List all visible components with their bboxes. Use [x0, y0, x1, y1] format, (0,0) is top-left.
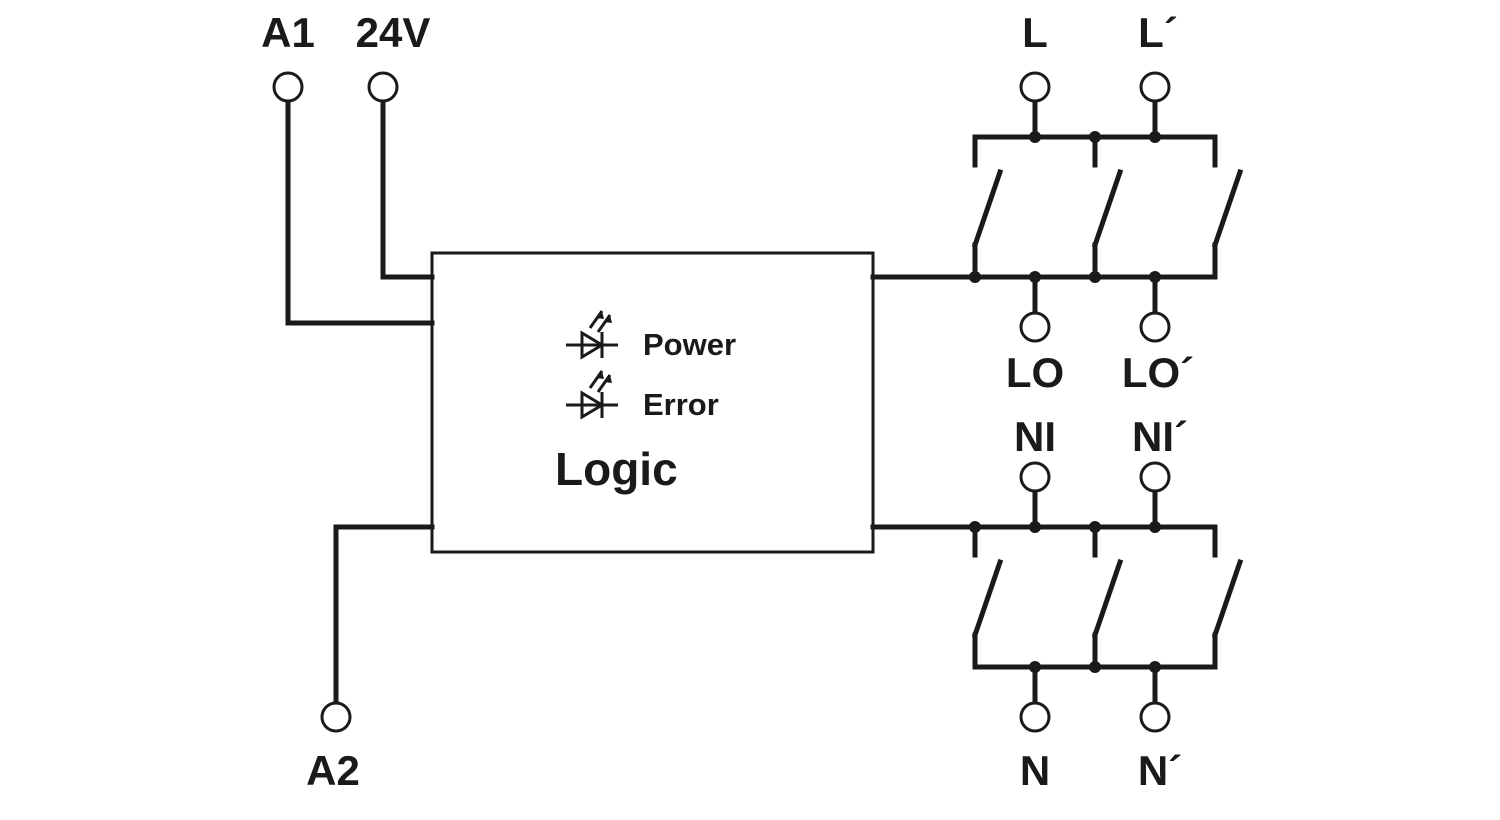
lo-terminal — [1019, 311, 1051, 343]
error-led-icon — [566, 370, 618, 420]
logic-box — [430, 251, 875, 554]
lower-switch-3-blade — [1211, 558, 1244, 639]
v24-label: 24V — [356, 9, 431, 56]
v24-terminal — [367, 71, 399, 103]
supply-wiring: A1 24V A2 — [261, 9, 435, 794]
junction-dot — [1149, 131, 1161, 143]
n-label: N — [1020, 747, 1050, 794]
junction-dot — [1029, 521, 1041, 533]
a2-label: A2 — [306, 747, 360, 794]
l-prime-label: L´ — [1138, 9, 1178, 56]
junction-dot — [1089, 521, 1101, 533]
junction-dot — [1029, 661, 1041, 673]
l-terminal — [1019, 71, 1051, 103]
junction-dot — [1149, 271, 1161, 283]
n-prime-terminal — [1139, 701, 1171, 733]
junction-dot — [1149, 521, 1161, 533]
upper-switch-3-blade — [1211, 168, 1244, 249]
power-led-label: Power — [643, 327, 736, 362]
junction-dot — [969, 271, 981, 283]
v24-wire — [380, 98, 435, 280]
a2-wire — [333, 524, 435, 706]
n-terminal — [1019, 701, 1051, 733]
upper-contact-group: L L´ LO LO´ — [870, 9, 1244, 396]
lower-switch-2-blade — [1091, 558, 1124, 639]
a1-wire — [285, 98, 435, 326]
ni-prime-terminal — [1139, 461, 1171, 493]
l-label: L — [1022, 9, 1048, 56]
junction-dot — [1029, 271, 1041, 283]
junction-dot — [1029, 131, 1041, 143]
logic-title: Logic — [555, 443, 678, 495]
ni-label: NI — [1014, 413, 1056, 460]
upper-switch-2-blade — [1091, 168, 1124, 249]
junction-dot — [1149, 661, 1161, 673]
n-prime-label: N´ — [1138, 747, 1182, 794]
logic-block: Power Error Logic — [430, 251, 875, 554]
lo-prime-terminal — [1139, 311, 1171, 343]
lower-switch-1-blade — [971, 558, 1004, 639]
junction-dot — [1089, 271, 1101, 283]
junction-dot — [969, 521, 981, 533]
upper-switch-1-blade — [971, 168, 1004, 249]
l-prime-terminal — [1139, 71, 1171, 103]
junction-dot — [1089, 131, 1101, 143]
lo-prime-label: LO´ — [1122, 349, 1194, 396]
lower-contact-group: NI NI´ N N´ — [870, 413, 1244, 794]
power-led-icon — [566, 310, 618, 360]
a1-label: A1 — [261, 9, 315, 56]
a2-terminal — [320, 701, 352, 733]
ni-prime-label: NI´ — [1132, 413, 1188, 460]
junction-dot — [1089, 661, 1101, 673]
error-led-label: Error — [643, 387, 719, 422]
lo-label: LO — [1006, 349, 1064, 396]
ni-terminal — [1019, 461, 1051, 493]
a1-terminal — [272, 71, 304, 103]
